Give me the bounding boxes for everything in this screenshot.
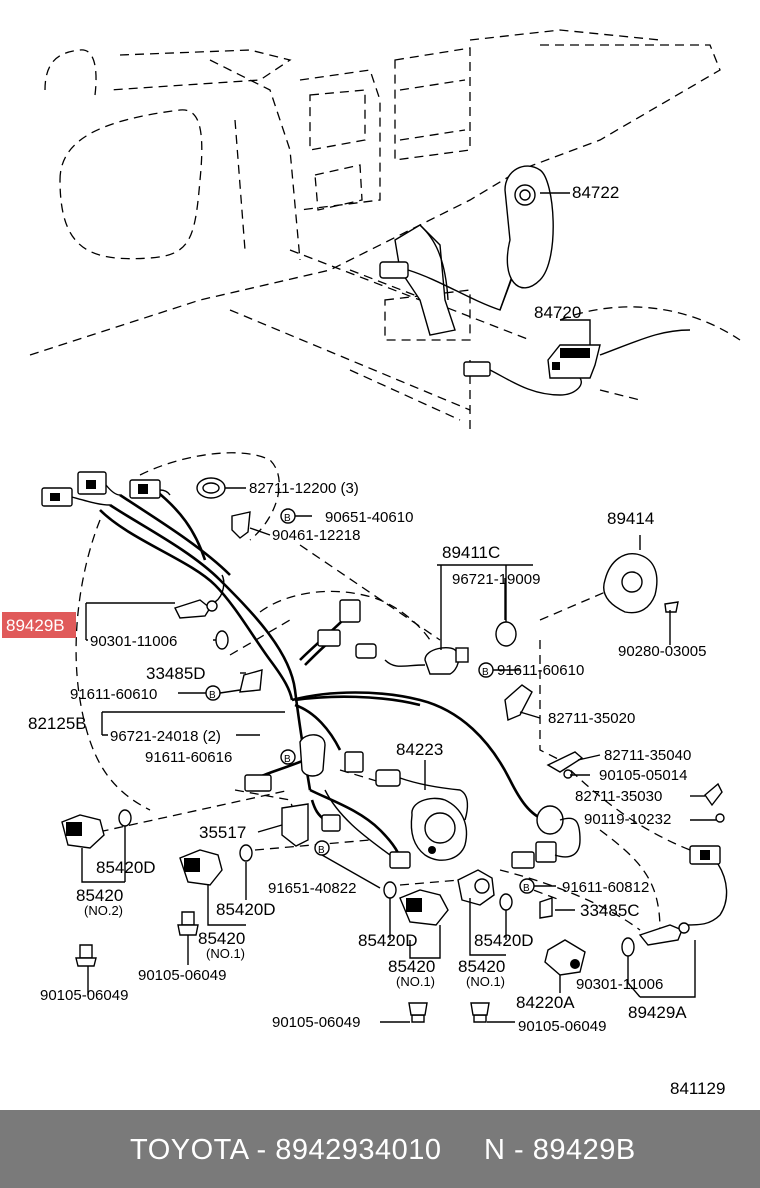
bolt-icons (75, 911, 490, 1023)
label-90461-12218[interactable]: 90461-12218 (272, 527, 360, 544)
shift-lever-illustration (379, 165, 554, 336)
switch-84720-illustration (463, 329, 691, 396)
label-96721-24018[interactable]: 96721-24018 (2) (110, 728, 221, 745)
main-harness-illustration (41, 471, 728, 1023)
label-89429B[interactable]: 89429B (6, 616, 65, 635)
vehicle-interior-outline (29, 29, 741, 430)
label-85420-a-sub: (NO.2) (84, 903, 123, 918)
label-85420-b[interactable]: 85420 (198, 929, 245, 948)
label-90280-03005[interactable]: 90280-03005 (618, 643, 706, 660)
bolt-symbol-text: B (284, 513, 291, 524)
label-90105-05014[interactable]: 90105-05014 (599, 767, 687, 784)
label-90105-06049-d[interactable]: 90105-06049 (518, 1018, 606, 1035)
bolt-symbol-text: B (523, 883, 530, 894)
label-91651-40822[interactable]: 91651-40822 (268, 880, 356, 897)
label-96721-19009[interactable]: 96721-19009 (452, 571, 540, 588)
label-85420D-c[interactable]: 85420D (358, 931, 418, 950)
bolt-symbol-text: B (482, 667, 489, 678)
label-33485D[interactable]: 33485D (146, 664, 206, 683)
label-90651-40610[interactable]: 90651-40610 (325, 509, 413, 526)
label-85420D-d[interactable]: 85420D (474, 931, 534, 950)
label-90105-06049-b[interactable]: 90105-06049 (40, 987, 128, 1004)
label-90301-11006-a[interactable]: 90301-11006 (90, 633, 177, 650)
label-89411C[interactable]: 89411C (442, 543, 500, 562)
label-33485C[interactable]: 33485C (580, 901, 640, 920)
label-85420D-b[interactable]: 85420D (216, 900, 276, 919)
bolt-symbols: B B B B B B (205, 508, 535, 894)
label-91611-60610-a[interactable]: 91611-60610 (70, 686, 157, 703)
label-82125B[interactable]: 82125B (28, 714, 87, 733)
part-labels: 84722 84720 82711-12200 (3) 90651-40610 … (6, 183, 725, 1098)
label-84722[interactable]: 84722 (572, 183, 619, 202)
label-84720[interactable]: 84720 (534, 303, 581, 322)
footer-bar: TOYOTA - 8942934010 N - 89429B (0, 1110, 760, 1188)
label-82711-35040[interactable]: 82711-35040 (604, 747, 691, 764)
label-85420-a[interactable]: 85420 (76, 886, 123, 905)
bolt-symbol-text: B (209, 690, 216, 701)
label-85420-d[interactable]: 85420 (458, 957, 505, 976)
highlight-box (2, 612, 76, 638)
bolt-symbol-text: B (284, 754, 291, 765)
figure-number: 841129 (670, 1079, 725, 1098)
bolt-symbol-text: B (318, 845, 325, 856)
label-85420-b-sub: (NO.1) (206, 946, 245, 961)
label-90105-06049-c[interactable]: 90105-06049 (272, 1014, 360, 1031)
footer-ref-number: N - 89429B (484, 1134, 636, 1166)
label-90105-06049-a[interactable]: 90105-06049 (138, 967, 226, 984)
label-84220A[interactable]: 84220A (516, 993, 575, 1012)
label-85420-d-sub: (NO.1) (466, 974, 505, 989)
label-82711-12200[interactable]: 82711-12200 (3) (249, 480, 359, 497)
label-91611-60616[interactable]: 91611-60616 (145, 749, 232, 766)
label-89429A[interactable]: 89429A (628, 1003, 687, 1022)
label-85420D-a[interactable]: 85420D (96, 858, 156, 877)
label-90119-10232[interactable]: 90119-10232 (584, 811, 671, 828)
label-85420-c-sub: (NO.1) (396, 974, 435, 989)
label-85420-c[interactable]: 85420 (388, 957, 435, 976)
label-89414[interactable]: 89414 (607, 509, 654, 528)
label-82711-35020[interactable]: 82711-35020 (548, 710, 635, 727)
parts-diagram: B B B B B B 84722 84720 82711-12200 (3) … (2, 29, 741, 1098)
label-35517[interactable]: 35517 (199, 823, 246, 842)
label-91611-60610-b[interactable]: 91611-60610 (497, 662, 584, 679)
footer-part-number: TOYOTA - 8942934010 (130, 1134, 442, 1166)
label-91611-60812[interactable]: 91611-60812 (562, 879, 649, 896)
label-84223[interactable]: 84223 (396, 740, 443, 759)
label-82711-35030[interactable]: 82711-35030 (575, 788, 662, 805)
label-90301-11006-b[interactable]: 90301-11006 (576, 976, 663, 993)
